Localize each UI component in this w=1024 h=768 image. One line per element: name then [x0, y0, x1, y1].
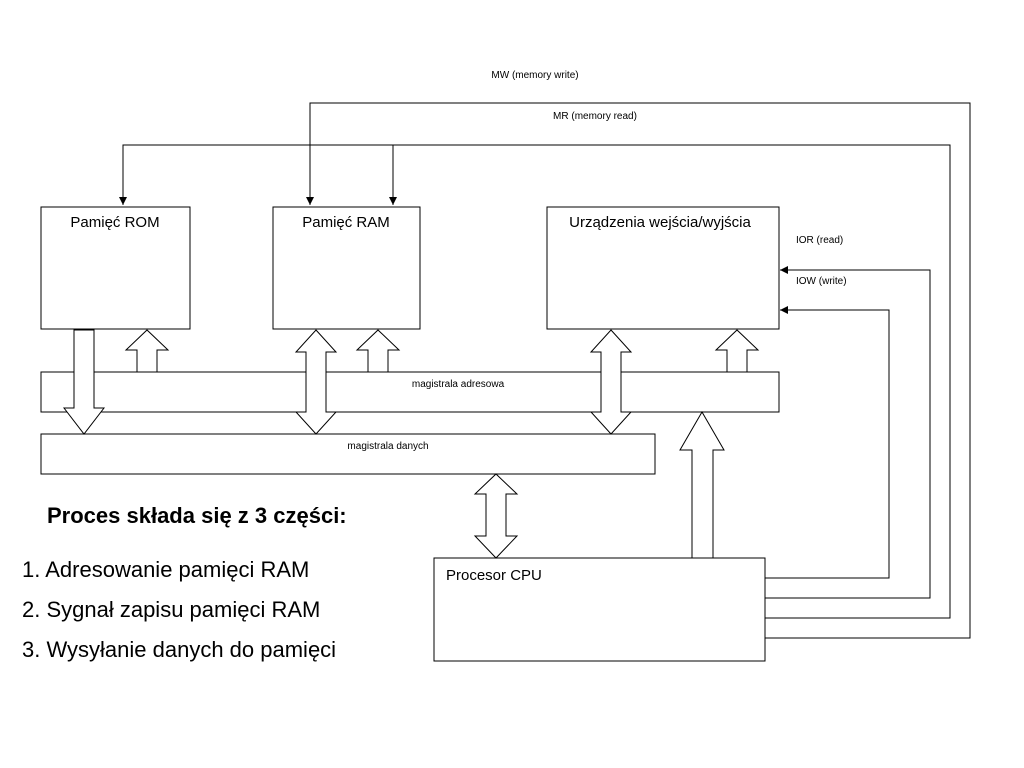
io-data-bus-arrow	[589, 329, 633, 435]
ram-data-bus-arrow	[294, 329, 338, 435]
mr-signal-line	[119, 144, 951, 619]
ior-signal-label: IOR (read)	[796, 235, 843, 246]
ram-block-label: Pamięć RAM	[302, 214, 390, 231]
io-block	[546, 206, 780, 330]
rom-to-data-bus-arrow	[62, 329, 106, 435]
address-bus-to-io-arrow	[714, 329, 760, 373]
mw-signal-label: MW (memory write)	[491, 70, 578, 81]
address-bus-to-ram-arrow	[355, 329, 401, 373]
iow-signal-line	[765, 306, 890, 579]
process-step-3: 3. Wysyłanie danych do pamięci	[22, 637, 337, 662]
process-step-1: 1. Adresowanie pamięci RAM	[22, 557, 310, 582]
mr-signal-label: MR (memory read)	[553, 111, 637, 122]
address-bus	[40, 371, 780, 413]
iow-signal-label: IOW (write)	[796, 276, 847, 287]
cpu-block-label: Procesor CPU	[446, 567, 542, 584]
cpu-to-address-bus-arrow	[679, 411, 725, 559]
process-step-2: 2. Sygnał zapisu pamięci RAM	[22, 597, 321, 622]
io-block-label: Urządzenia wejścia/wyjścia	[569, 214, 751, 231]
data-bus-label: magistrala danych	[347, 441, 428, 452]
process-heading: Proces składa się z 3 części:	[47, 503, 347, 528]
address-bus-to-rom-arrow	[124, 329, 170, 373]
rom-block	[40, 206, 191, 330]
cpu-block	[433, 557, 766, 662]
cpu-data-bus-arrow	[473, 473, 519, 559]
address-bus-label: magistrala adresowa	[412, 379, 505, 390]
ior-signal-line	[765, 266, 931, 599]
data-bus	[40, 433, 656, 475]
process-steps-list: 1. Adresowanie pamięci RAM 2. Sygnał zap…	[22, 550, 336, 670]
mw-signal-line	[306, 102, 971, 639]
ram-block	[272, 206, 421, 330]
rom-block-label: Pamięć ROM	[70, 214, 159, 231]
